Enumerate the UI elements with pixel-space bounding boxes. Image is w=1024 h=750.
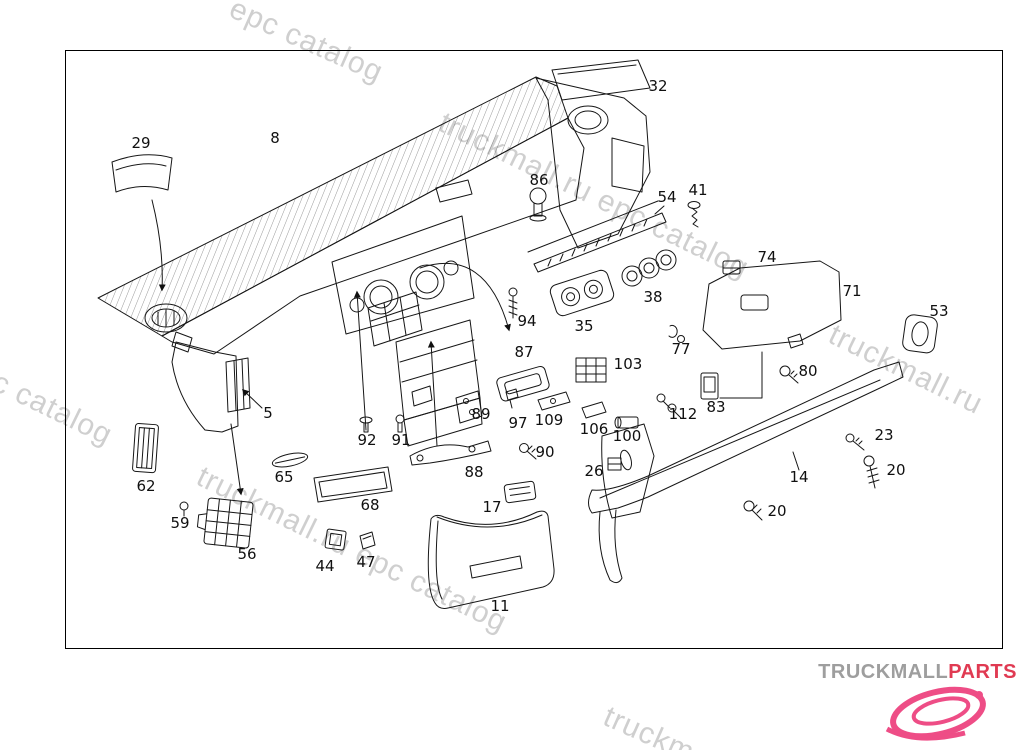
diagram-frame xyxy=(65,50,1003,649)
watermark-text: truckmall.ru xyxy=(598,700,765,750)
brand-logo: TRUCKMALLPARTS xyxy=(818,653,1023,750)
logo-text-gray: TRUCKMALL xyxy=(818,661,949,683)
brand-swoosh-icon xyxy=(885,686,986,741)
logo-text: TRUCKMALLPARTS xyxy=(818,661,1017,684)
logo-text-accent: PARTS xyxy=(948,661,1017,683)
